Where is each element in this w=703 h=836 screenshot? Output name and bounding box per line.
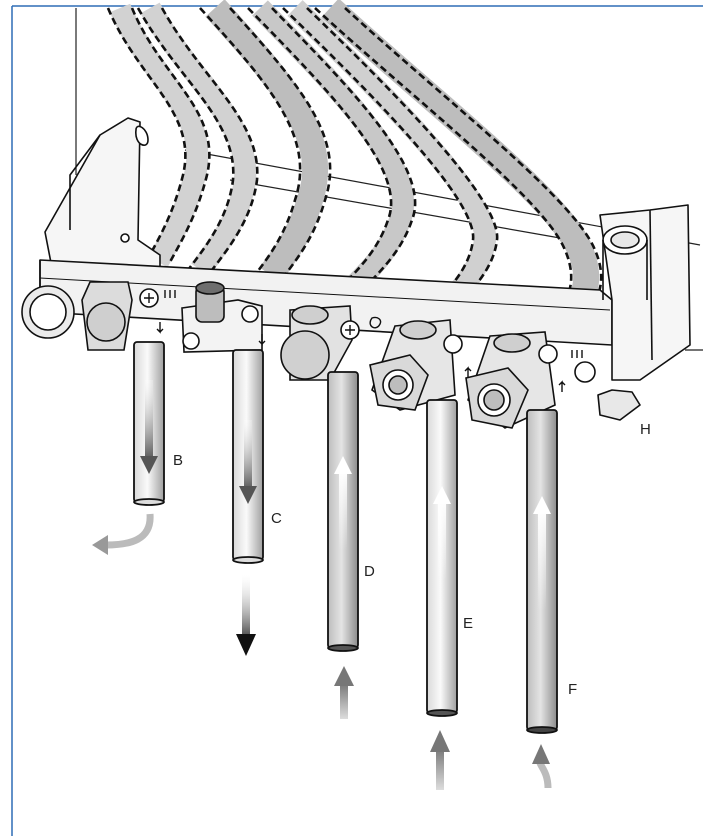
label-c: C (271, 510, 282, 527)
rail-pictograms (156, 290, 583, 392)
mounting-bracket (39, 117, 691, 421)
outlet-arrow-b (105, 513, 154, 549)
label-f: F (568, 681, 577, 698)
label-e: E (463, 615, 473, 632)
inlet-arrow-e (436, 748, 444, 790)
inlet-arrow-d (340, 683, 348, 719)
label-d: D (364, 563, 375, 580)
flow-arrows-in-pipes (140, 380, 551, 610)
label-h: H (640, 421, 651, 438)
inlet-arrow-f (536, 758, 552, 789)
valve-assemblies (21, 281, 596, 429)
connection-labels: B C D E F H (173, 421, 651, 698)
outlet-arrow-c (242, 575, 250, 635)
label-b: B (173, 452, 183, 469)
external-flow-arrows (92, 513, 552, 790)
